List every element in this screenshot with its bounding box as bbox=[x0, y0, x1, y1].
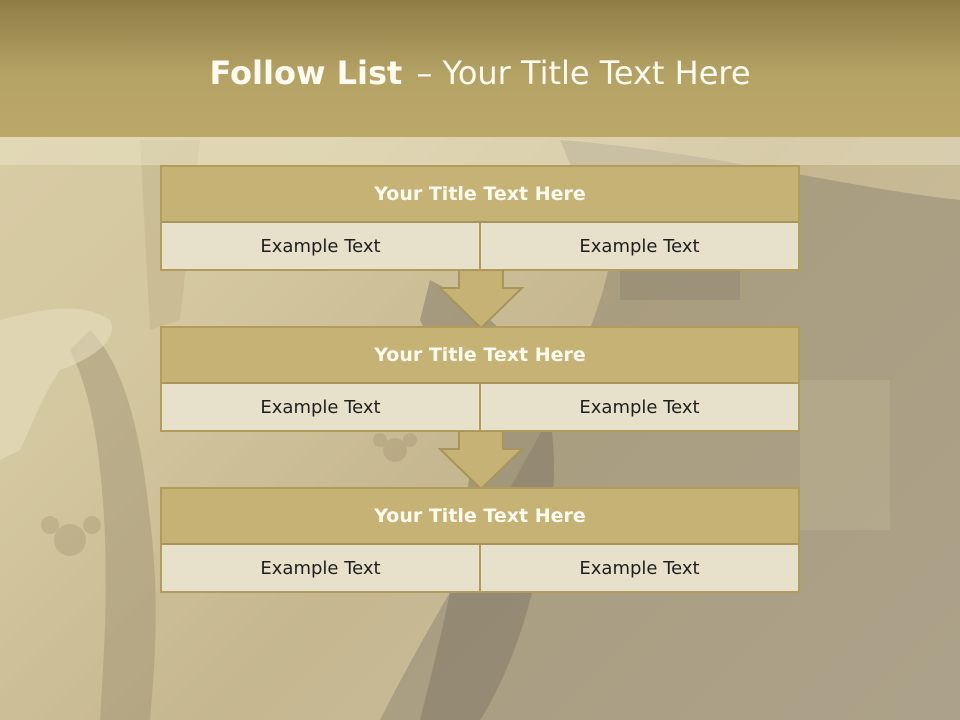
block-cell-right: Example Text bbox=[479, 223, 798, 269]
block-cell-left: Example Text bbox=[162, 223, 479, 269]
block-cell-left: Example Text bbox=[162, 384, 479, 430]
title-bar-strip bbox=[0, 137, 960, 165]
slide-title-bold: Follow List bbox=[209, 54, 403, 92]
block-row: Example Text Example Text bbox=[162, 545, 798, 591]
list-block-2: Your Title Text Here Example Text Exampl… bbox=[160, 326, 800, 432]
block-title: Your Title Text Here bbox=[162, 167, 798, 223]
down-arrow-icon bbox=[438, 270, 524, 330]
title-bar bbox=[0, 0, 960, 137]
block-title: Your Title Text Here bbox=[162, 328, 798, 384]
slide-title: Follow List – Your Title Text Here bbox=[0, 54, 960, 92]
block-row: Example Text Example Text bbox=[162, 223, 798, 269]
list-block-3: Your Title Text Here Example Text Exampl… bbox=[160, 487, 800, 593]
down-arrow-icon bbox=[438, 431, 524, 491]
list-block-1: Your Title Text Here Example Text Exampl… bbox=[160, 165, 800, 271]
block-row: Example Text Example Text bbox=[162, 384, 798, 430]
block-cell-right: Example Text bbox=[479, 384, 798, 430]
block-cell-left: Example Text bbox=[162, 545, 479, 591]
block-title: Your Title Text Here bbox=[162, 489, 798, 545]
block-cell-right: Example Text bbox=[479, 545, 798, 591]
slide-title-rest: – Your Title Text Here bbox=[416, 54, 751, 92]
